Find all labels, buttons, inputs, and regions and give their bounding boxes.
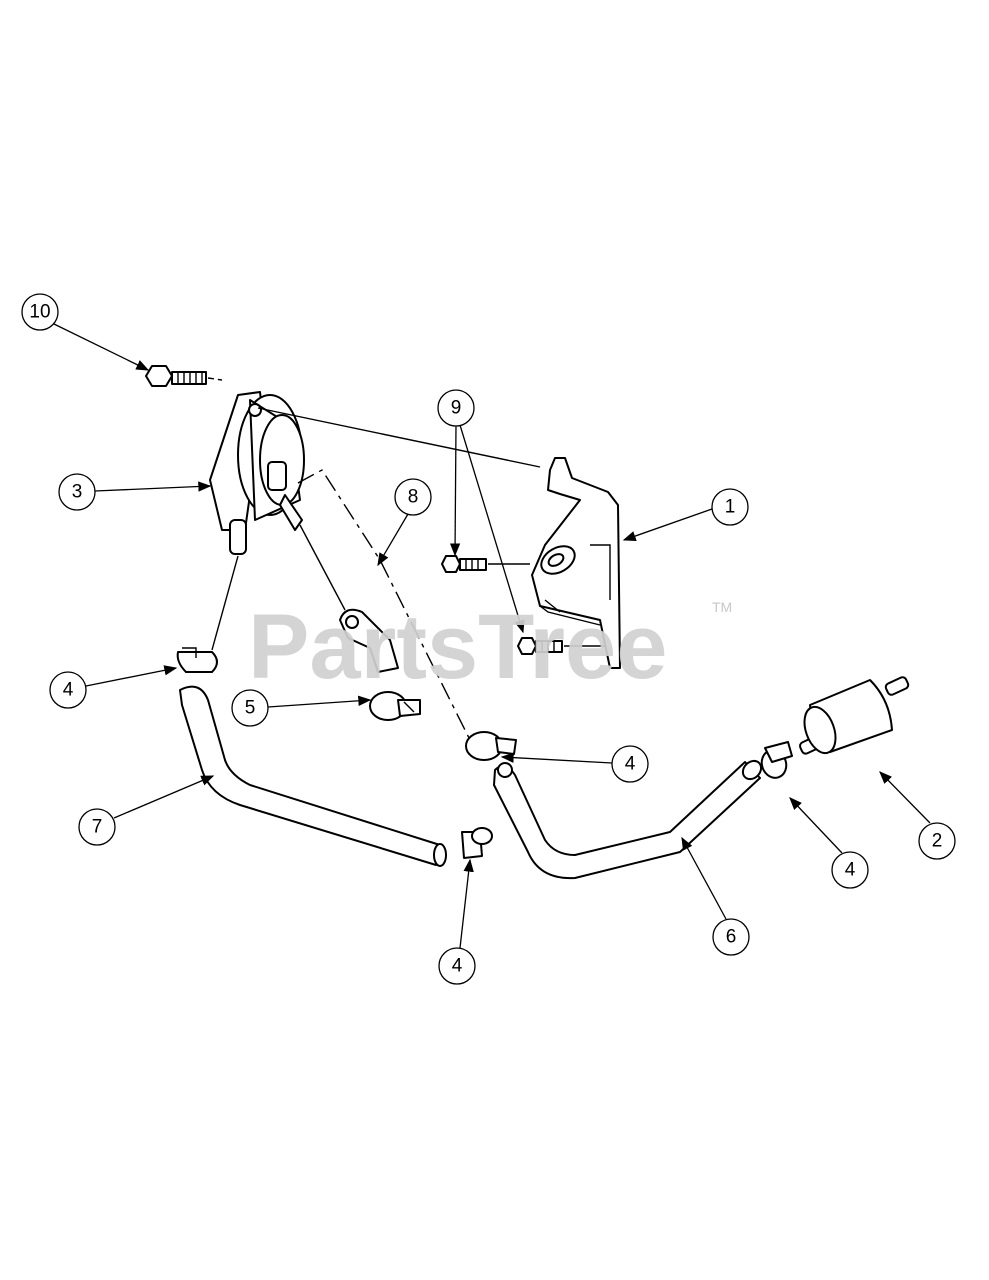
svg-text:5: 5 (245, 698, 256, 719)
callout-10: 10 (21, 293, 59, 331)
part-fuel-pump-3 (209, 391, 305, 555)
callout-9: 9 (437, 389, 475, 427)
svg-text:4: 4 (845, 860, 856, 881)
part-bolts-9 (441, 555, 605, 655)
part-elbow-8 (339, 608, 399, 673)
part-bracket-1 (531, 457, 621, 669)
svg-text:7: 7 (92, 817, 103, 838)
callout-4-right: 4 (831, 851, 869, 889)
part-hose-6 (493, 759, 763, 880)
svg-text:3: 3 (72, 482, 83, 503)
svg-text:6: 6 (726, 927, 737, 948)
callout-3: 3 (58, 473, 96, 511)
svg-text:2: 2 (932, 831, 943, 852)
watermark: PartsTree TM (248, 596, 732, 698)
leader-lines (53, 323, 931, 949)
svg-text:9: 9 (451, 398, 462, 419)
svg-text:8: 8 (408, 487, 419, 508)
part-clamp-5 (369, 691, 421, 721)
callout-4-bottom: 4 (438, 947, 476, 985)
svg-text:10: 10 (29, 302, 50, 323)
callout-4-left: 4 (49, 671, 87, 709)
svg-text:4: 4 (63, 680, 74, 701)
part-clamp-4a (176, 647, 218, 673)
part-clamp-4b (461, 827, 493, 859)
svg-text:1: 1 (725, 497, 736, 518)
part-hose-7 (179, 685, 447, 867)
callout-5: 5 (231, 689, 269, 727)
svg-text:4: 4 (452, 956, 463, 977)
callout-4-middle: 4 (611, 745, 649, 783)
part-clamp-4d (760, 741, 793, 779)
callout-7: 7 (78, 808, 116, 846)
part-fuel-filter-2 (798, 676, 910, 755)
watermark-trademark: TM (712, 599, 732, 615)
part-bolt-10 (145, 365, 207, 387)
callout-2: 2 (918, 822, 956, 860)
callout-8: 8 (394, 478, 432, 516)
callout-1: 1 (711, 488, 749, 526)
svg-text:4: 4 (625, 754, 636, 775)
watermark-text: PartsTree (248, 596, 667, 698)
part-clamp-4c (465, 731, 517, 761)
callout-6: 6 (712, 918, 750, 956)
